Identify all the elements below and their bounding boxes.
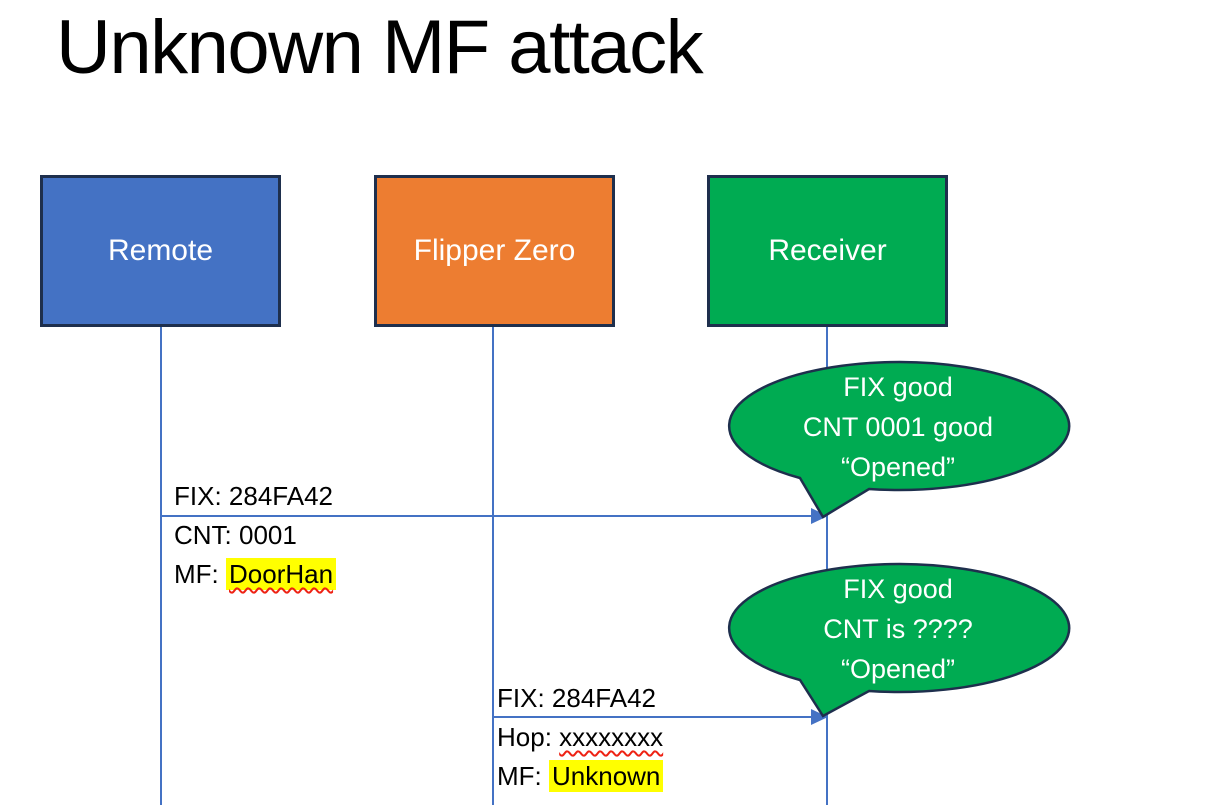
message-label-1: FIX: 284FA42 CNT: 0001 MF: DoorHan: [174, 477, 337, 594]
message-1-mf-highlighted: DoorHan: [226, 558, 337, 590]
page-title: Unknown MF attack: [56, 5, 704, 90]
message-1-line-2: CNT: 0001: [174, 516, 336, 555]
callout-2-line-3: “Opened”: [840, 654, 956, 684]
lifeline-remote: [160, 327, 162, 805]
actor-label-flipper-zero: Flipper Zero: [413, 234, 576, 267]
callout-1-line-1: FIX good: [843, 372, 953, 402]
message-2-mf-highlighted: Unknown: [549, 760, 664, 792]
actor-box-receiver: Receiver: [707, 175, 948, 327]
message-2-mf-prefix: MF:: [497, 761, 549, 791]
message-1-cnt: CNT: 0001: [174, 520, 297, 550]
callout-1-line-2: CNT 0001 good: [802, 412, 994, 442]
lifeline-flipper-zero: [492, 327, 494, 805]
actor-label-remote: Remote: [107, 234, 214, 267]
actor-box-flipper-zero: Flipper Zero: [374, 175, 615, 327]
message-2-line-1: FIX: 284FA42: [497, 679, 663, 718]
callout-text-1: FIX good CNT 0001 good “Opened”: [728, 367, 1068, 487]
message-1-fix: FIX: 284FA42: [174, 481, 333, 511]
message-2-fix: FIX: 284FA42: [497, 683, 656, 713]
message-2-hop-prefix: Hop:: [497, 722, 560, 752]
callout-2-line-1: FIX good: [843, 574, 953, 604]
message-arrow-remote-to-receiver: [161, 515, 812, 517]
message-1-mf-prefix: MF:: [174, 559, 226, 589]
message-arrow-flipper-to-receiver: [494, 716, 812, 718]
arrowhead-icon-1: [811, 508, 828, 524]
callout-2-line-2: CNT is ????: [823, 614, 973, 644]
actor-box-remote: Remote: [40, 175, 281, 327]
message-2-hop-squiggled: xxxxxxxx: [559, 722, 664, 752]
callout-text-2: FIX good CNT is ???? “Opened”: [728, 569, 1068, 689]
message-2-line-3: MF: Unknown: [497, 757, 664, 796]
message-1-line-1: FIX: 284FA42: [174, 477, 336, 516]
arrowhead-icon-2: [811, 709, 828, 725]
callout-1-line-3: “Opened”: [840, 452, 956, 482]
message-2-line-2: Hop: xxxxxxxx: [497, 718, 663, 757]
actor-label-receiver: Receiver: [768, 234, 887, 267]
message-label-2: FIX: 284FA42 Hop: xxxxxxxx MF: Unknown: [497, 679, 664, 796]
message-1-line-3: MF: DoorHan: [174, 555, 337, 594]
